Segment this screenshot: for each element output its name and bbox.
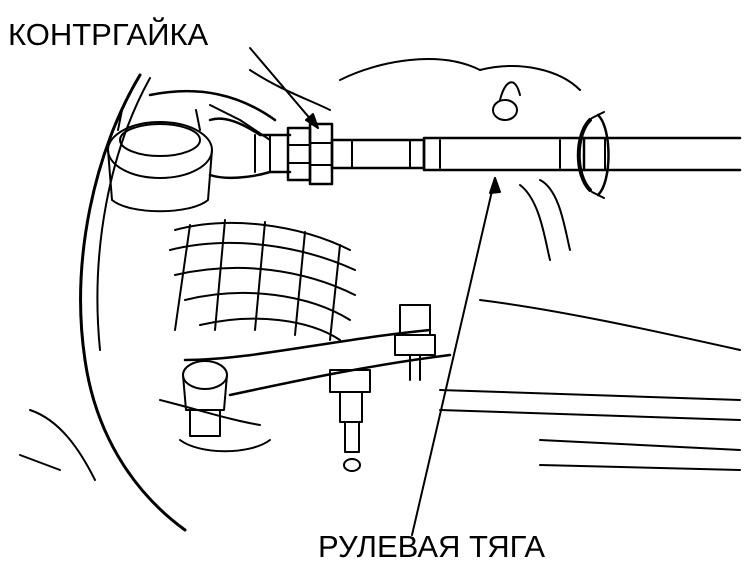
tie-rod-shaft — [330, 136, 742, 172]
tie-rod-end — [208, 117, 292, 180]
locknut-label: КОНТРГАЙКА — [8, 17, 209, 52]
steering-boot — [169, 219, 356, 341]
lower-arm — [159, 299, 741, 471]
tire-outline — [19, 73, 187, 532]
locknut-shape — [286, 122, 334, 186]
brake-hose — [479, 65, 581, 261]
rod-clamp — [576, 111, 610, 199]
callout-leaders — [249, 47, 501, 536]
upper-arm — [148, 58, 481, 141]
tie-rod-label: РУЛЕВАЯ ТЯГА — [318, 529, 546, 564]
ball-joint-lower — [179, 360, 271, 453]
ball-joint-upper — [107, 109, 213, 213]
stabilizer-link — [329, 304, 436, 472]
